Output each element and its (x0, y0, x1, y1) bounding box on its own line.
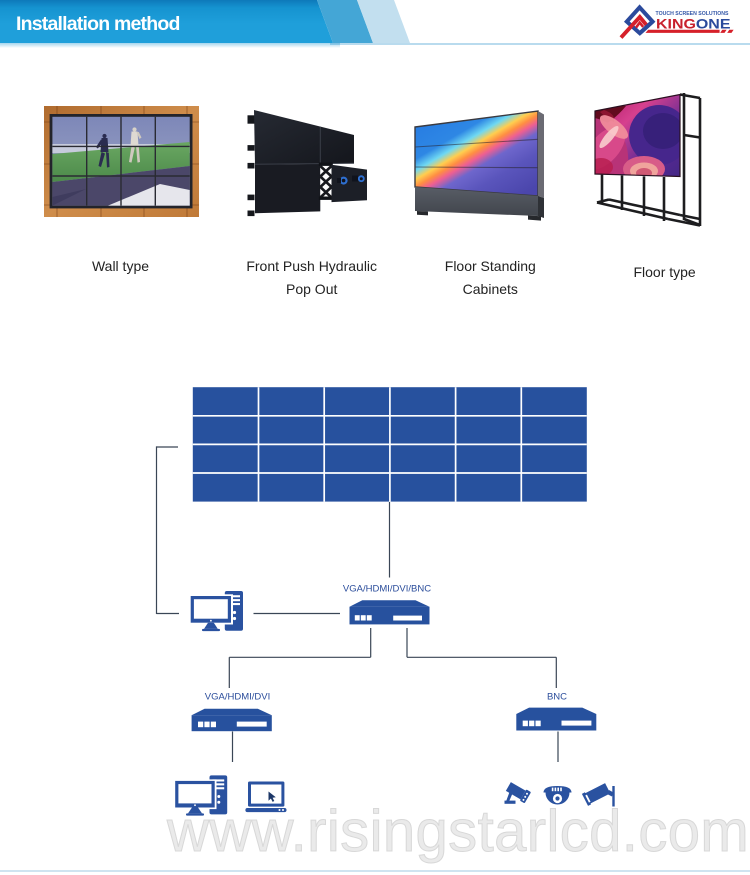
svg-text:VGA/HDMI/DVI: VGA/HDMI/DVI (205, 692, 270, 703)
svg-text:BNC: BNC (547, 692, 567, 703)
svg-text:VGA/HDMI/DVI/BNC: VGA/HDMI/DVI/BNC (343, 584, 431, 595)
svg-text:TOUCH SCREEN SOLUTIONS: TOUCH SCREEN SOLUTIONS (656, 11, 730, 17)
